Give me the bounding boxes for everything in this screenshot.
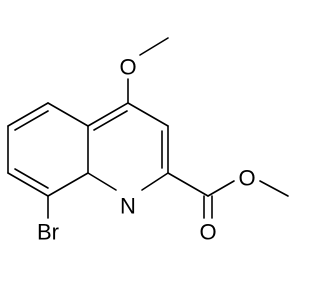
- bond-n1-c8a: [87, 172, 117, 191]
- bond-c5-c6-inner: [14, 110, 49, 131]
- bond-c4a-c5: [47, 102, 89, 127]
- bond-lines: [7, 37, 289, 219]
- bond-c4a-c4-inner: [93, 110, 128, 131]
- atom-label-oxygen-methoxy: O: [119, 55, 136, 80]
- atom-label-nitrogen: N: [120, 194, 136, 219]
- bond-c2-c-ester: [167, 172, 209, 197]
- bond-c7-c8: [7, 172, 49, 197]
- bond-c2-n1: [141, 172, 169, 191]
- atom-label-bromine: Br: [37, 220, 59, 245]
- chemical-structure-diagram: O N O O Br: [7, 37, 289, 245]
- atom-labels: O N O O Br: [37, 55, 256, 245]
- atom-label-oxygen-ester: O: [238, 166, 255, 191]
- bond-c7-c8-inner: [14, 168, 49, 189]
- bond-c4a-c4: [87, 102, 129, 127]
- bond-c8-c8a: [47, 172, 89, 197]
- bond-c5-c6: [7, 102, 49, 127]
- bond-o-ch3-ester: [259, 180, 289, 197]
- bond-c4-c3: [127, 102, 169, 127]
- atom-label-oxygen-carbonyl: O: [199, 220, 216, 245]
- bond-o-ch3-methoxy: [139, 37, 169, 56]
- bond-c-o-ester-single: [207, 180, 235, 197]
